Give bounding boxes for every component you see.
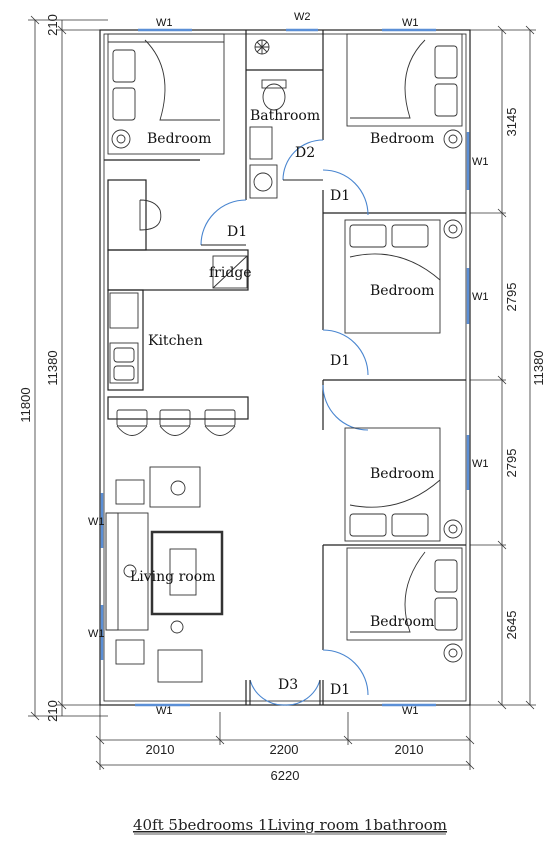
dim-right-seg-2: 2795	[504, 283, 519, 312]
door-d3-right-arc	[284, 679, 321, 706]
stove-icon	[109, 292, 139, 329]
label-d3: D3	[278, 677, 298, 693]
kitchen-sink-icon	[109, 342, 139, 384]
label-d1-bottom: D1	[330, 682, 350, 698]
windows	[100, 28, 470, 707]
label-w1-right-1: W1	[472, 156, 489, 168]
door-d1-bedroom-mid-arc	[322, 329, 369, 376]
label-bedroom-mid-2: Bedroom	[370, 466, 434, 482]
sink-icon	[249, 126, 273, 160]
bathroom-fixtures	[249, 39, 287, 199]
label-kitchen: Kitchen	[148, 333, 203, 349]
label-bedroom-bottom-right: Bedroom	[370, 614, 434, 630]
label-fridge: fridge	[209, 265, 252, 281]
dim-left-total: 11800	[18, 387, 33, 422]
kitchen-fixtures	[109, 199, 248, 436]
label-d1-kitchen: D1	[227, 224, 247, 240]
dimension-labels: 11800 11380 210 210 11380 3145 2795 2795…	[18, 14, 546, 783]
door-labels: D1 D2 D1 D1 D1 D3	[227, 145, 350, 698]
door-d2-arc	[282, 139, 324, 181]
label-bedroom-top-left: Bedroom	[147, 131, 211, 147]
dim-right-total: 11380	[531, 350, 546, 385]
door-d3-left-arc	[249, 679, 286, 706]
label-d1-mid: D1	[330, 353, 350, 369]
door-d1-bedroom-top-arc	[322, 169, 369, 216]
label-bedroom-top-right: Bedroom	[370, 131, 434, 147]
label-w1-bottom-right: W1	[402, 705, 419, 717]
bar-stools	[116, 409, 236, 436]
bed-top-left	[107, 33, 225, 155]
label-d1-top: D1	[330, 188, 350, 204]
bed-bottom-right	[346, 547, 463, 663]
armchair-top	[149, 466, 201, 508]
bed-top-right	[346, 33, 463, 149]
dimension-lines	[28, 15, 536, 770]
label-w1-left-1: W1	[88, 516, 105, 528]
room-labels: Bedroom Bathroom Bedroom Bedroom Bedroom…	[130, 108, 434, 630]
label-w1-bottom-left: W1	[156, 705, 173, 717]
label-w1-left-2: W1	[88, 628, 105, 640]
door-swings	[200, 139, 369, 706]
label-w1-top-left: W1	[156, 17, 173, 29]
furniture	[105, 33, 463, 683]
washing-machine-icon	[249, 164, 278, 199]
dim-left-top: 210	[45, 14, 60, 36]
dim-right-seg-4: 2645	[504, 611, 519, 640]
interior-walls	[104, 30, 466, 705]
dim-bottom-total: 6220	[271, 768, 300, 783]
label-d2: D2	[295, 145, 315, 161]
dim-right-seg-3: 2795	[504, 449, 519, 478]
window-labels: W1 W2 W1 W1 W1 W1 W1 W1 W1 W1	[88, 11, 489, 717]
dim-right-seg-1: 3145	[504, 108, 519, 137]
door-d1-bottom-arc	[322, 649, 369, 696]
label-bedroom-mid-1: Bedroom	[370, 283, 434, 299]
label-bathroom: Bathroom	[250, 108, 320, 124]
plan-title: 40ft 5bedrooms 1Living room 1bathroom	[133, 816, 447, 834]
living-room-furniture	[105, 466, 224, 683]
label-w1-right-3: W1	[472, 458, 489, 470]
dim-left-bottom: 210	[45, 700, 60, 722]
label-w2-top: W2	[294, 11, 311, 23]
dim-bottom-seg-3: 2010	[395, 742, 424, 757]
label-w1-right-2: W1	[472, 291, 489, 303]
dim-bottom-seg-1: 2010	[146, 742, 175, 757]
bed-mid-2	[344, 427, 463, 542]
label-w1-top-right: W1	[402, 17, 419, 29]
armchair-bottom	[157, 649, 203, 683]
door-d1-bedroom-mid2-arc	[322, 384, 369, 431]
coffee-table	[150, 530, 224, 616]
dim-left-inner: 11380	[45, 350, 60, 385]
fridge-icon	[212, 255, 248, 289]
door-d1-kitchen-arc	[200, 199, 247, 246]
label-living-room: Living room	[130, 569, 215, 585]
toilet-icon	[262, 83, 286, 111]
dim-bottom-seg-2: 2200	[270, 742, 299, 757]
bed-mid-1	[344, 219, 463, 334]
